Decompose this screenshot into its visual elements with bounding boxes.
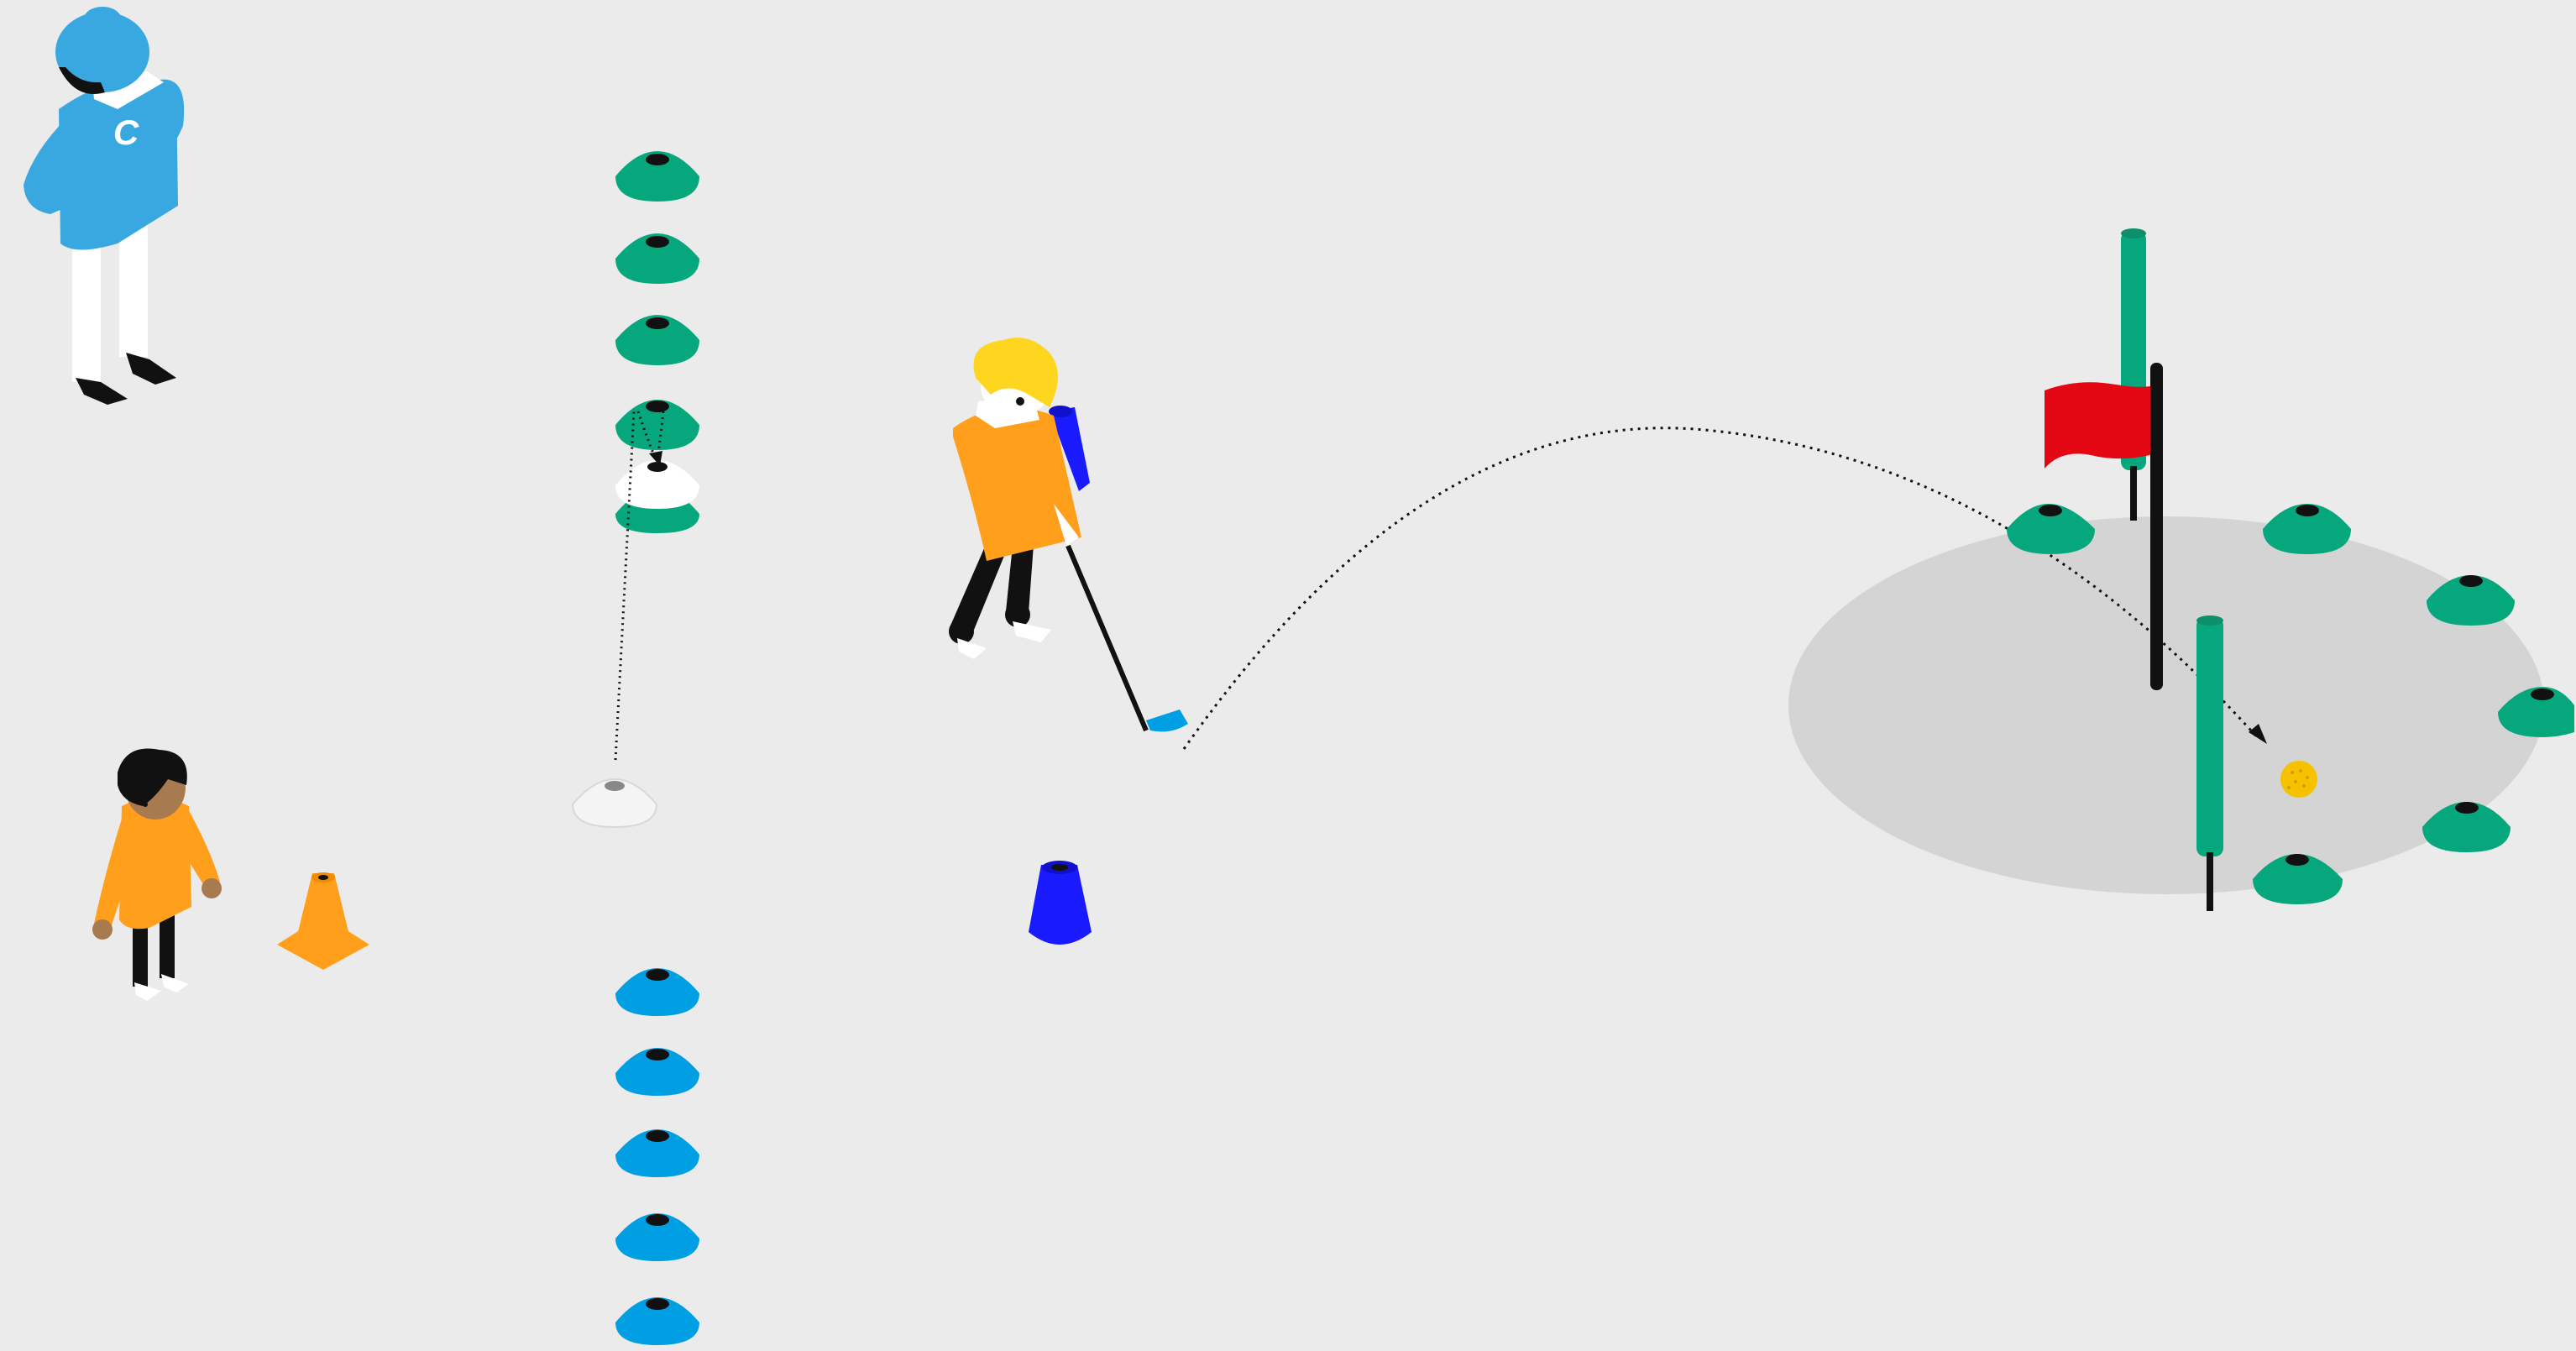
green-marker-cone bbox=[615, 315, 699, 365]
movement-path-cone bbox=[615, 411, 634, 760]
orange-traffic-cone bbox=[277, 872, 369, 970]
alignment-stick-back bbox=[2121, 228, 2146, 521]
blue-tall-cone bbox=[1029, 861, 1092, 945]
golf-club-head bbox=[1146, 710, 1188, 731]
golfer-figure bbox=[949, 338, 1188, 731]
coach-figure: C bbox=[24, 7, 184, 405]
green-marker-cone bbox=[615, 151, 699, 202]
green-marker-cone bbox=[615, 233, 699, 284]
green-marker-cone bbox=[2263, 504, 2351, 554]
coach-shirt-letter: C bbox=[113, 113, 139, 152]
blue-marker-cones-column bbox=[615, 968, 699, 1345]
golf-ball bbox=[2280, 761, 2317, 798]
blue-marker-cone bbox=[615, 968, 699, 1016]
golf-club-shaft bbox=[1068, 546, 1146, 730]
blue-marker-cone bbox=[615, 1213, 699, 1261]
flag-pole bbox=[2150, 363, 2163, 690]
blue-marker-cone bbox=[615, 1048, 699, 1096]
blue-marker-cone bbox=[615, 1297, 699, 1345]
child-figure bbox=[92, 749, 222, 1001]
green-marker-cone bbox=[2007, 504, 2095, 554]
green-marker-cone bbox=[615, 400, 699, 450]
gray-marker-cone bbox=[573, 779, 657, 827]
blue-marker-cone bbox=[615, 1129, 699, 1177]
